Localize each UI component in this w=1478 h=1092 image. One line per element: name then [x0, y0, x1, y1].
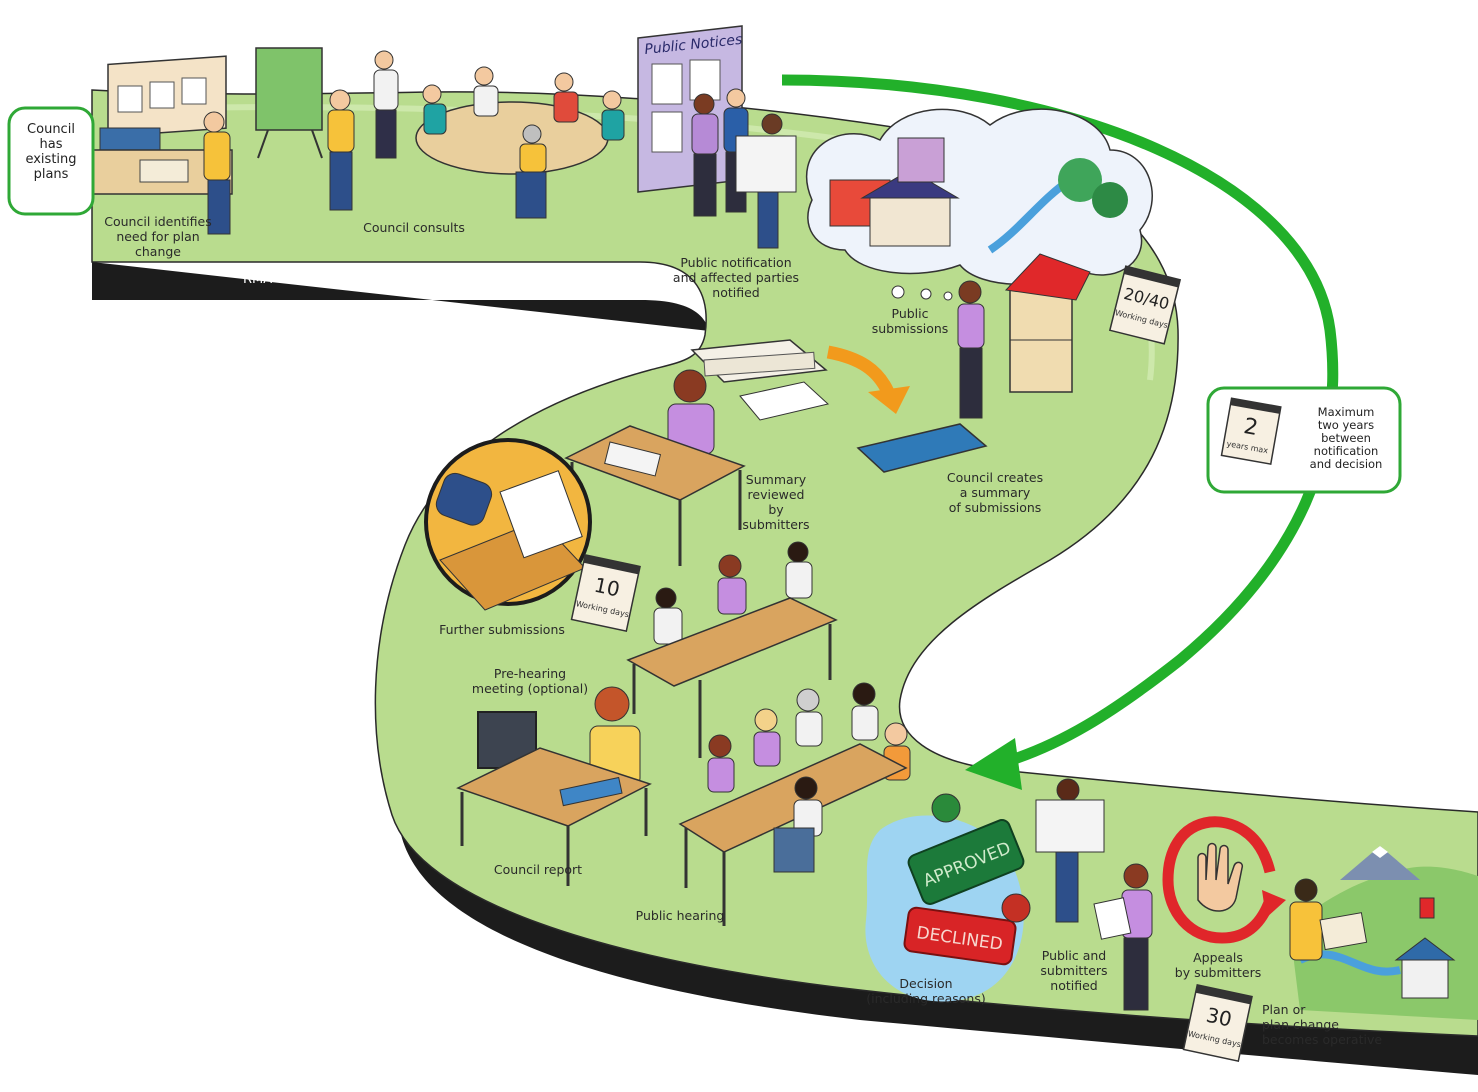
report-desk — [456, 747, 652, 827]
existing-plans-callout: Council has existing plans — [25, 122, 77, 182]
calendar-20-40: 20/40 Working days — [1108, 265, 1182, 345]
paper-stack-scene — [690, 339, 988, 473]
max-two-years-callout: Maximum two years between notification a… — [1309, 405, 1383, 471]
approved-stamp — [907, 819, 1025, 905]
hearing-table — [678, 743, 908, 853]
council-office-scene — [91, 55, 233, 235]
appeal-red-arrow — [1162, 816, 1276, 944]
summary-reviewed-scene — [564, 369, 746, 566]
road-label-start: RMA — [243, 272, 273, 287]
label-identifies-need: Council identifies need for plan change — [104, 214, 212, 259]
thought-bubble-scene — [805, 108, 1153, 301]
label-pre-hearing: Pre-hearing meeting (optional) — [471, 666, 589, 696]
label-further-submissions: Further submissions — [439, 622, 565, 637]
pre-hearing-scene — [626, 541, 838, 758]
pre-hearing-table — [626, 597, 838, 687]
newspaper — [735, 135, 797, 193]
existing-plans-callout-box — [7, 106, 95, 216]
calendar-number: 30 — [1204, 1003, 1234, 1032]
label-appeals: Appeals by submitters — [1174, 950, 1262, 980]
label-public-notification: Public notification and affected parties… — [672, 255, 800, 300]
calendar-number: 2 — [1242, 414, 1260, 441]
hand-icon — [1197, 842, 1244, 912]
green-arrowhead — [965, 738, 1022, 790]
council-report-scene — [456, 686, 652, 886]
label-consults: Council consults — [363, 220, 465, 235]
public-hearing-scene — [678, 682, 911, 926]
map-board — [255, 47, 323, 131]
council-consults-scene — [255, 47, 625, 219]
appeals-scene — [1162, 816, 1286, 944]
calendar-10: 10 Working days — [570, 553, 641, 632]
label-public-submitters-notified: Public and submitters notified — [1040, 948, 1108, 993]
public-notices-scene: Public Notices — [637, 25, 797, 249]
person-head — [203, 111, 225, 133]
label-creates-summary: Council creates a summary of submissions — [946, 470, 1044, 515]
calendar-2-years: 2 years max — [1220, 397, 1282, 465]
orange-arrow — [826, 345, 910, 414]
operative-scene — [1289, 846, 1478, 1020]
label-operative: Plan or plan change becomes operative — [1262, 1002, 1383, 1047]
submission-box — [1009, 285, 1073, 393]
label-council-report: Council report — [493, 862, 583, 877]
calendar-30: 30 Working days — [1182, 983, 1253, 1062]
binder — [856, 423, 988, 473]
notified-scene — [1035, 778, 1153, 1011]
label-public-hearing: Public hearing — [635, 908, 725, 923]
label-public-submissions: Public submissions — [871, 306, 949, 336]
orange-arrowhead — [868, 386, 910, 414]
calendar-number: 10 — [592, 573, 622, 602]
ballot-inset — [424, 438, 592, 611]
road-label-end: RMA — [1320, 1063, 1350, 1078]
newspaper — [1035, 799, 1105, 853]
declined-stamp — [903, 906, 1017, 966]
submission-box-scene — [957, 253, 1091, 419]
road — [91, 89, 1478, 1075]
decision-scene: APPROVED DECLINED — [865, 793, 1031, 1002]
label-summary-reviewed: Summary reviewed by submitters — [742, 472, 810, 532]
label-decision: Decision (including reasons) — [866, 976, 986, 1006]
orange-arrow-shaft — [826, 345, 894, 395]
